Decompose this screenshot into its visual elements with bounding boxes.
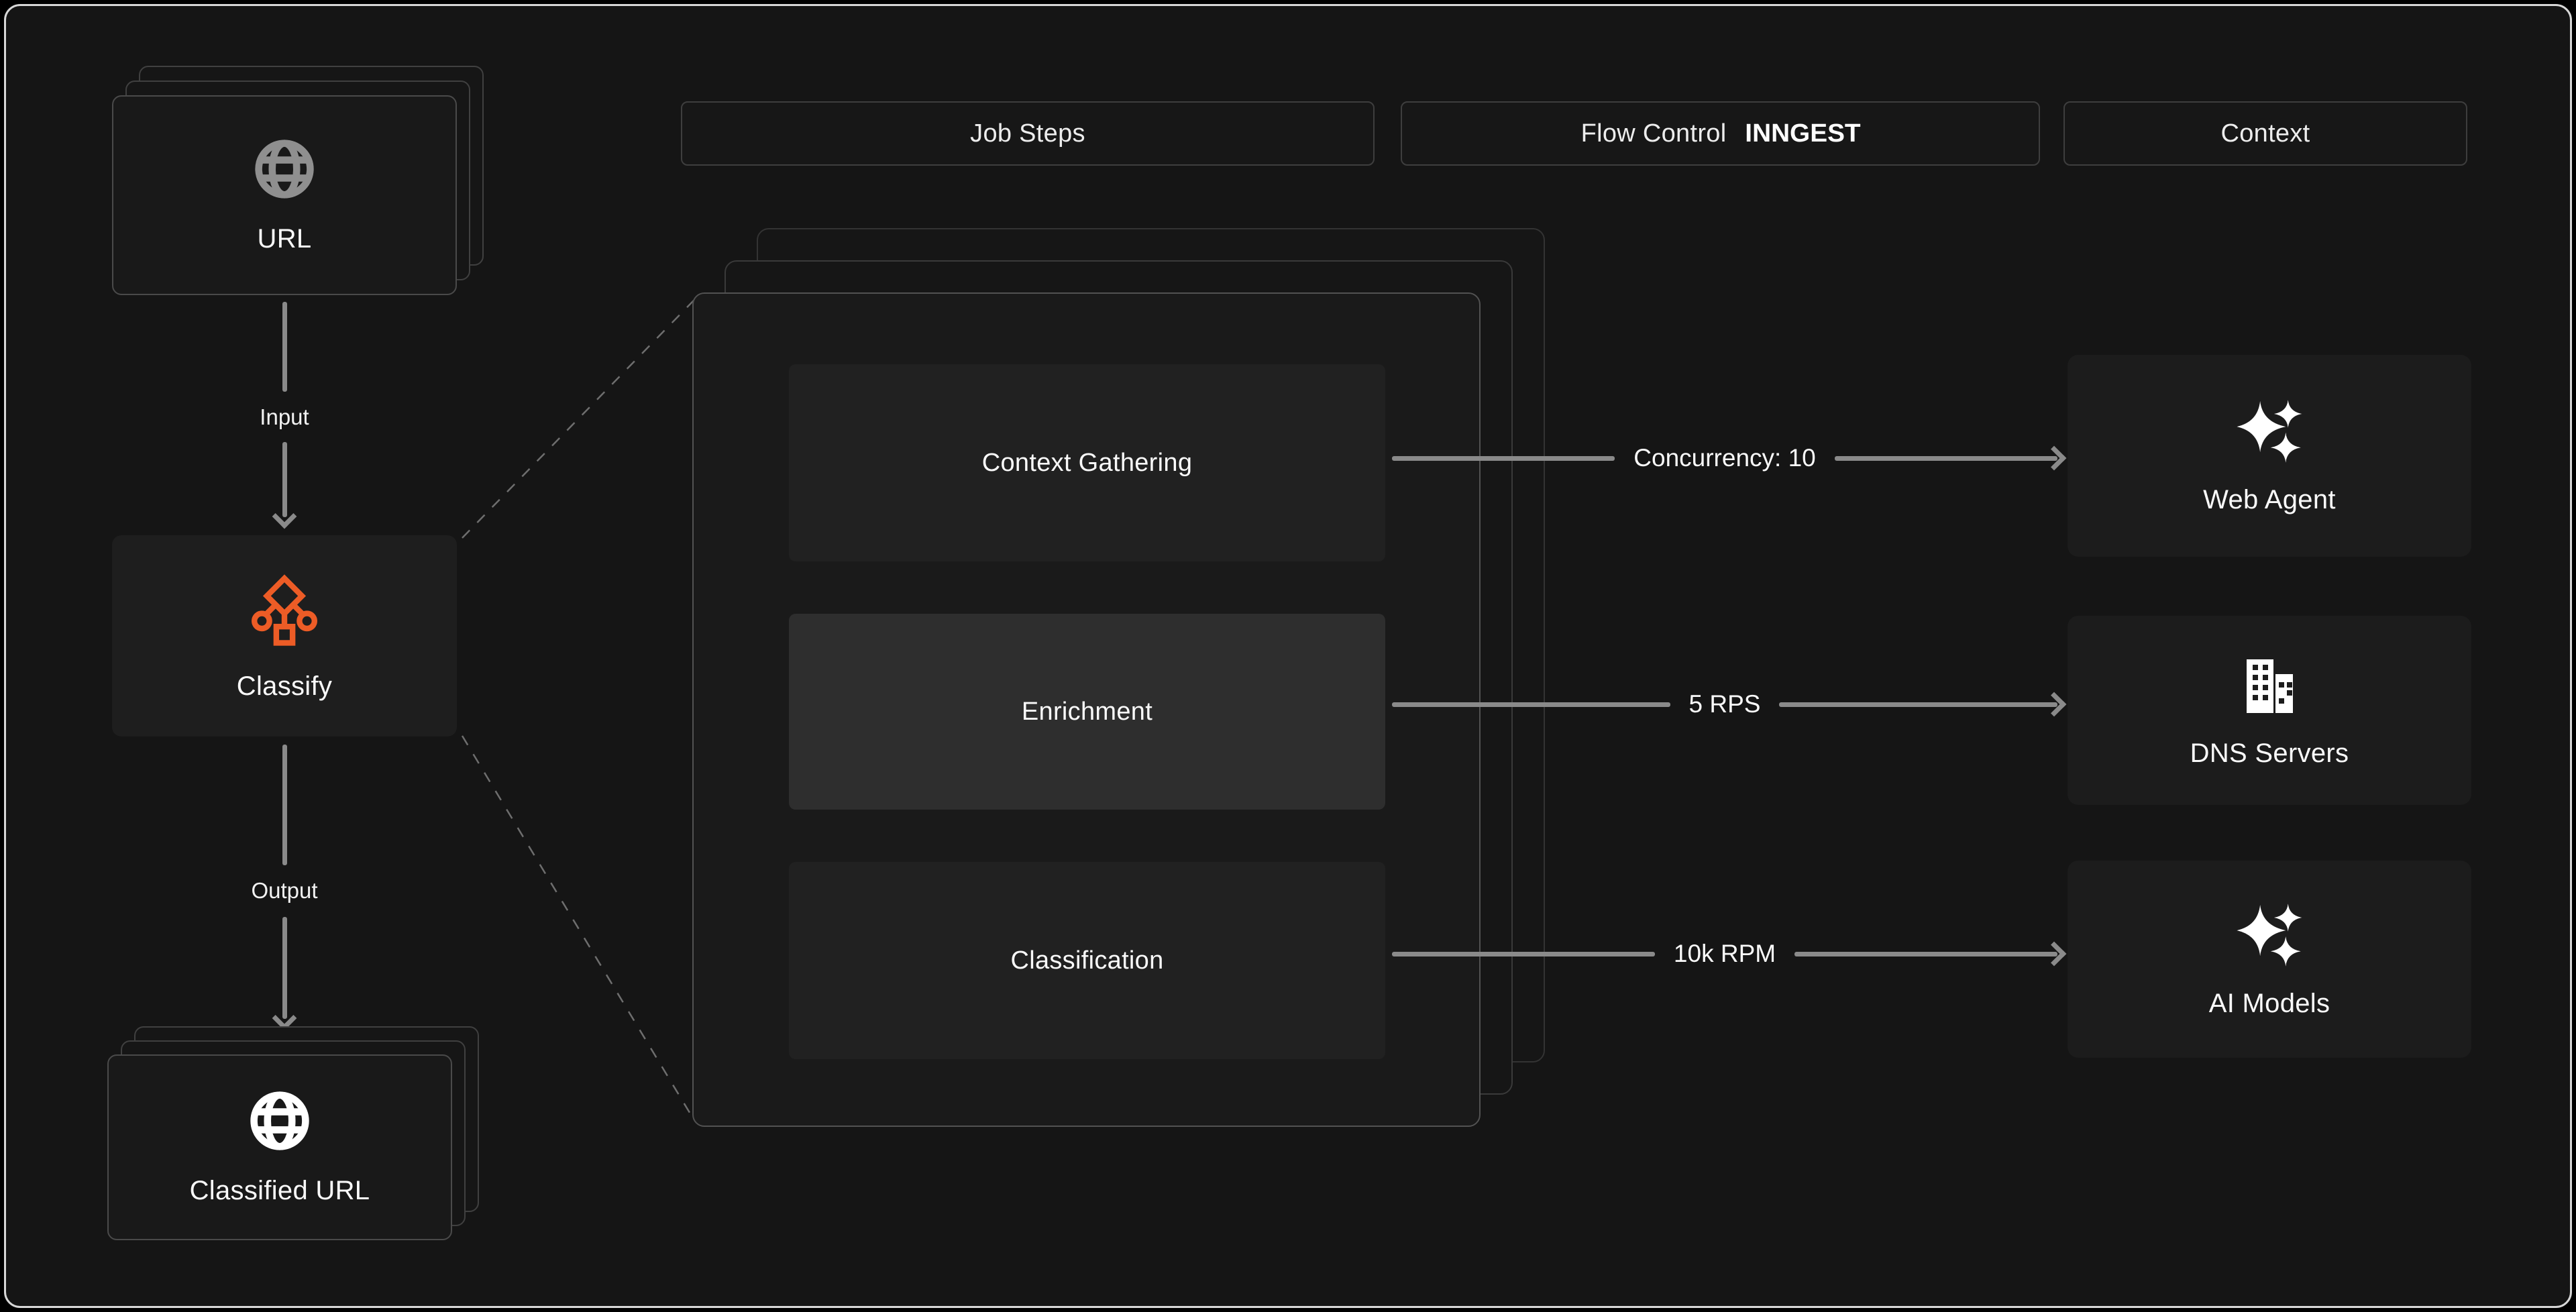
globe-icon [248, 1089, 312, 1153]
arrow-line [1392, 455, 1615, 461]
job-steps-panel: Context Gathering Enrichment Classificat… [692, 292, 1481, 1127]
flow-control-label: Concurrency: 10 [1633, 444, 1816, 472]
output-arrow-line-top [282, 745, 287, 865]
classify-card-label: Classify [236, 671, 333, 701]
service-dns-servers: DNS Servers [2068, 616, 2471, 805]
arrow-line [1392, 702, 1670, 707]
service-label: DNS Servers [2190, 738, 2349, 768]
dashed-connectors [461, 298, 696, 1122]
header-flow-control: Flow Control INNGEST [1401, 101, 2040, 166]
header-context-label: Context [2220, 119, 2310, 148]
service-ai-models: AI Models [2068, 861, 2471, 1058]
flow-arrow-concurrency: Concurrency: 10 [1392, 438, 2067, 478]
classified-url-card-label: Classified URL [189, 1176, 370, 1205]
output-arrow-line-bottom [282, 917, 287, 1019]
step-enrichment: Enrichment [789, 614, 1385, 810]
sparkles-icon [2235, 396, 2304, 466]
inngest-logo: INNGEST [1745, 119, 1862, 148]
input-arrow-line-top [282, 302, 287, 392]
url-card: URL [112, 95, 457, 295]
flow-arrow-rpm: 10k RPM [1392, 934, 2067, 974]
step-label: Classification [1010, 946, 1164, 975]
arrow-line [1779, 702, 2057, 707]
flow-control-label: 10k RPM [1673, 940, 1776, 967]
step-context-gathering: Context Gathering [789, 364, 1385, 561]
header-job-steps-label: Job Steps [970, 119, 1085, 148]
header-context: Context [2063, 101, 2467, 166]
input-edge-label: Input [260, 404, 309, 429]
arrow-line [1834, 455, 2057, 461]
url-card-label: URL [257, 223, 312, 254]
step-label: Enrichment [1021, 697, 1153, 726]
flow-control-label: 5 RPS [1688, 690, 1761, 718]
arrow-line [1392, 951, 1655, 956]
building-icon [2236, 653, 2303, 720]
arrowhead-right [2041, 445, 2067, 471]
flow-arrow-rps: 5 RPS [1392, 684, 2067, 724]
diagram-canvas: Job Steps Flow Control INNGEST Context U… [4, 4, 2572, 1308]
sparkles-icon [2235, 900, 2304, 970]
globe-icon [252, 137, 317, 201]
arrowhead-right [2041, 941, 2067, 967]
arrowhead-right [2041, 692, 2067, 717]
header-flow-control-label: Flow Control [1580, 119, 1727, 148]
output-edge-label: Output [251, 878, 318, 903]
input-arrow-line-bottom [282, 442, 287, 517]
workflow-icon [247, 571, 322, 649]
classify-card: Classify [112, 535, 457, 736]
service-web-agent: Web Agent [2068, 355, 2471, 557]
step-classification: Classification [789, 862, 1385, 1059]
header-job-steps: Job Steps [681, 101, 1375, 166]
arrow-line [1794, 951, 2057, 956]
step-label: Context Gathering [981, 448, 1193, 477]
service-label: AI Models [2208, 988, 2330, 1018]
classified-url-card: Classified URL [107, 1054, 452, 1240]
service-label: Web Agent [2203, 485, 2336, 514]
